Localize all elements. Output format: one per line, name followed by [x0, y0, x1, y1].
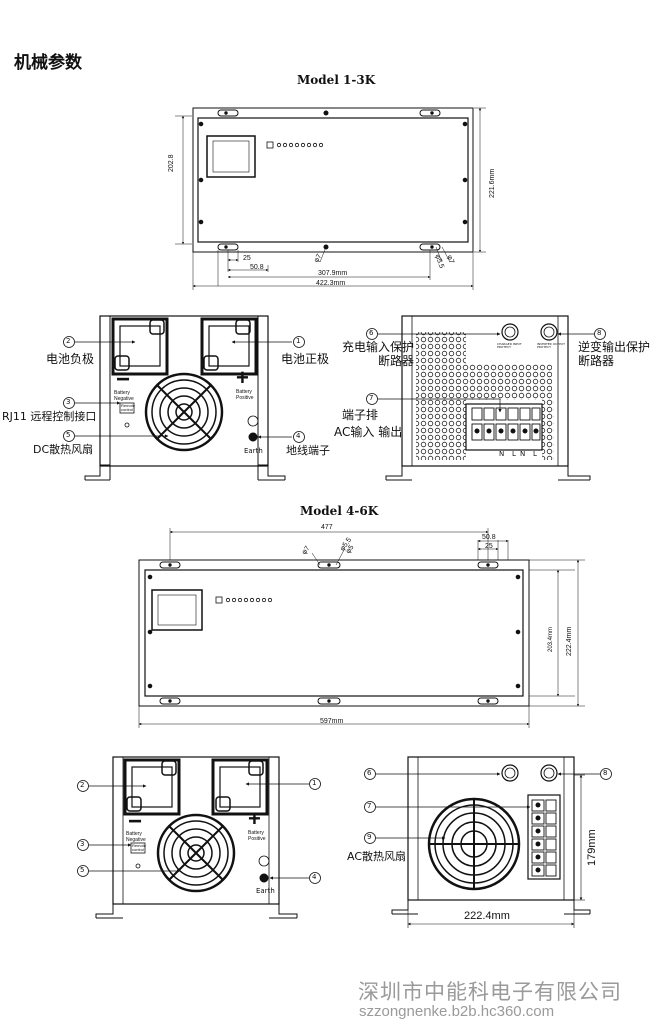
dim-total-length: 422.3mm — [316, 280, 346, 287]
model-1-3k-top-view — [175, 107, 486, 290]
panel-earth-4-6k: Earth — [256, 887, 275, 895]
page-title: 机械参数 — [14, 53, 82, 73]
dim-total-length-4-6k: 597mm — [320, 718, 344, 725]
callout-6: 6 — [369, 329, 374, 337]
panel-remote-control: Remote control — [121, 403, 136, 412]
callout-1: 1 — [296, 337, 301, 345]
callout-7-4-6k: 7 — [367, 802, 372, 810]
callout-7: 7 — [369, 394, 374, 402]
callout-9-4-6k: 9 — [367, 833, 372, 841]
terminal-letter-n1: N — [499, 450, 505, 458]
dim-mount-length: 307.9mm — [318, 270, 348, 277]
model-4-6k-top-view — [138, 528, 585, 728]
label-charge-breaker: 充电输入保护 断路器 — [342, 340, 415, 368]
terminal-letter-n2: N — [520, 450, 526, 458]
terminal-letter-l2: L — [533, 450, 537, 458]
label-ac-io: AC输入 输出 — [334, 425, 403, 439]
label-ground-terminal: 地线端子 — [286, 444, 330, 457]
minus-symbol: − — [116, 366, 131, 393]
panel-battery-negative-4-6k: Battery Negative — [126, 831, 146, 843]
breaker-tag-charger: CHARGER INPUT PROTECT — [497, 342, 522, 349]
callout-5-4-6k: 5 — [80, 866, 85, 874]
callout-4-4-6k: 4 — [312, 873, 317, 881]
dim-width-inner-4-6k: 203.4mm — [548, 626, 554, 652]
breaker-tag-inverter: INVERTER OUTPUT PROTECT — [537, 342, 565, 349]
panel-battery-negative: Battery Negative — [114, 390, 134, 402]
label-inverter-breaker: 逆变输出保护 断路器 — [578, 340, 650, 368]
watermark-url: szzongnenke.b2b.hc360.com — [359, 1003, 555, 1020]
dim-width-left: 202.8 — [168, 154, 175, 172]
watermark-company: 深圳市中能科电子有限公司 — [358, 980, 622, 1004]
panel-battery-positive-4-6k: Battery Positive — [248, 830, 266, 842]
dim-mount-length-4-6k: 477 — [321, 524, 333, 531]
callout-1-4-6k: 1 — [312, 779, 317, 787]
model-1-3k-title: Model 1-3K — [297, 73, 376, 87]
terminal-letter-l1: L — [512, 450, 516, 458]
model-4-6k-rear-view — [364, 756, 612, 928]
callout-6-4-6k: 6 — [367, 769, 372, 777]
dim-width-4-6k: 222.4mm — [464, 910, 510, 922]
panel-earth: Earth — [244, 447, 263, 455]
label-battery-positive: 电池正极 — [281, 352, 330, 366]
label-rj11: RJ11 远程控制接口 — [2, 410, 97, 423]
callout-8: 8 — [597, 329, 602, 337]
callout-8-4-6k: 8 — [603, 769, 608, 777]
label-dc-fan: DC散热风扇 — [33, 443, 94, 456]
label-battery-negative: 电池负极 — [46, 352, 95, 366]
dim-width-right: 221.6mm — [489, 168, 496, 198]
dim-height-4-6k: 179mm — [586, 829, 598, 866]
dim-hole-spacing-2-4-6k: 50.8 — [482, 534, 496, 541]
minus-symbol-4-6k: − — [128, 808, 143, 835]
dim-width-outer-4-6k: 222.4mm — [566, 626, 573, 656]
plus-symbol-4-6k: + — [248, 806, 261, 831]
model-4-6k-title: Model 4-6K — [300, 504, 379, 518]
callout-2: 2 — [66, 337, 71, 345]
callout-2-4-6k: 2 — [80, 781, 85, 789]
label-terminal-block: 端子排 — [342, 408, 379, 422]
panel-remote-control-4-6k: Remote control — [132, 843, 147, 852]
panel-battery-positive: Battery Positive — [236, 389, 254, 401]
dim-hole-spacing-2: 50.8 — [250, 264, 264, 271]
callout-3: 3 — [66, 398, 71, 406]
callout-3-4-6k: 3 — [80, 840, 85, 848]
callout-5: 5 — [66, 431, 71, 439]
model-1-3k-front-view — [63, 315, 305, 481]
plus-symbol: + — [236, 365, 249, 390]
model-4-6k-front-view — [77, 756, 321, 919]
callout-4: 4 — [296, 432, 301, 440]
dim-hole-spacing-1: 25 — [243, 255, 251, 262]
dim-hole-spacing-1-4-6k: 25 — [485, 543, 493, 550]
model-1-3k-rear-view — [366, 315, 606, 481]
label-ac-fan: AC散热风扇 — [347, 850, 407, 863]
